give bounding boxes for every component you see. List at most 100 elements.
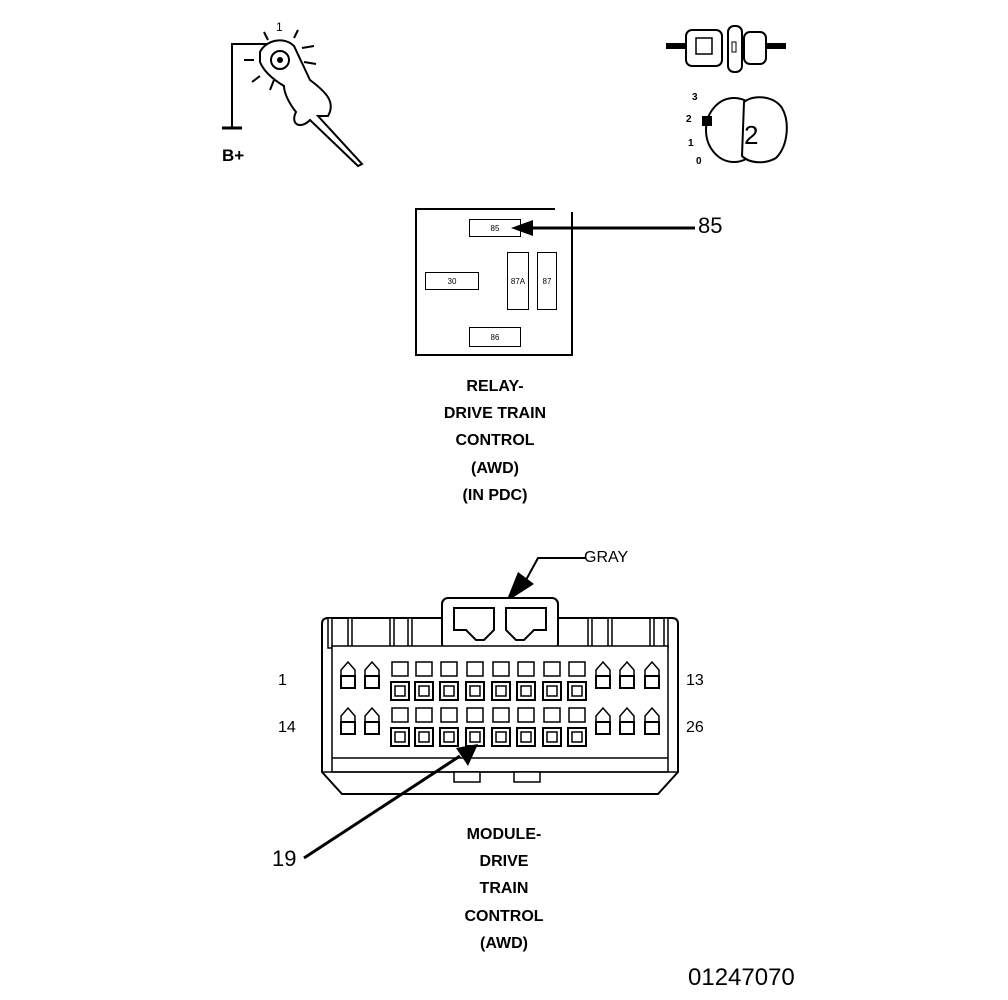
relay-cavity-87: 87 bbox=[537, 252, 557, 310]
pin-terminal bbox=[469, 685, 481, 697]
pin-cavity-small bbox=[364, 675, 380, 689]
pin-terminal bbox=[418, 685, 430, 697]
pin-cavity-top bbox=[568, 707, 586, 723]
pin-terminal bbox=[520, 731, 532, 743]
probe-pin-label: 1 bbox=[276, 20, 283, 34]
connector-ridge bbox=[587, 617, 593, 649]
pin-label-13: 13 bbox=[686, 672, 704, 689]
relay-cavity-30: 30 bbox=[425, 272, 479, 290]
ignition-position-1: 1 bbox=[688, 138, 694, 149]
relay-title-line-1: RELAY- bbox=[466, 378, 524, 395]
pin-cavity-top bbox=[415, 707, 433, 723]
ignition-switch-icon bbox=[702, 96, 788, 164]
module-title-line-3: TRAIN bbox=[479, 880, 529, 897]
pin-latch bbox=[644, 660, 660, 680]
pin-terminal bbox=[571, 731, 583, 743]
test-light-probe-icon bbox=[222, 29, 364, 168]
pin-cavity-top bbox=[391, 707, 409, 723]
relay-diagram: 85 30 87A 87 86 bbox=[415, 208, 573, 356]
pin-cavity-small bbox=[595, 721, 611, 735]
pin-label-14: 14 bbox=[278, 719, 296, 736]
module-title-line-4: CONTROL bbox=[464, 908, 544, 925]
relay-callout-arrow bbox=[511, 220, 695, 236]
pin-cavity-top bbox=[466, 707, 484, 723]
ignition-key-position-label: 2 bbox=[744, 120, 759, 150]
connector-ridge bbox=[649, 617, 655, 649]
connector-key bbox=[453, 771, 481, 783]
pin-cavity-top bbox=[492, 707, 510, 723]
pin-cavity-top bbox=[517, 661, 535, 677]
pin-cavity-top bbox=[568, 661, 586, 677]
ignition-position-0: 0 bbox=[696, 156, 702, 167]
pin-cavity-top bbox=[543, 661, 561, 677]
pin-terminal bbox=[495, 731, 507, 743]
relay-cavity-86: 86 bbox=[469, 327, 521, 347]
ground-label: B+ bbox=[222, 146, 245, 165]
pin-cavity-small bbox=[619, 721, 635, 735]
pin-label-26: 26 bbox=[686, 719, 704, 736]
connector-ridge bbox=[607, 617, 613, 649]
pin-cavity-top bbox=[440, 661, 458, 677]
pin-cavity-top bbox=[517, 707, 535, 723]
pin-terminal bbox=[443, 731, 455, 743]
pin-cavity-top bbox=[391, 661, 409, 677]
relay-callout-label: 85 bbox=[698, 213, 723, 238]
pin-19-callout-arrow bbox=[303, 744, 478, 860]
relay-cavity-87a: 87A bbox=[507, 252, 529, 310]
relay-title-line-2: DRIVE TRAIN bbox=[443, 405, 547, 422]
pin-terminal bbox=[394, 731, 406, 743]
connector-face-icon bbox=[321, 597, 679, 795]
connector-ridge bbox=[389, 617, 395, 649]
relay-title-line-4: (AWD) bbox=[471, 460, 519, 477]
pin-cavity-top bbox=[415, 661, 433, 677]
connector-ridge bbox=[347, 617, 353, 649]
connector-color-label: GRAY bbox=[584, 549, 629, 566]
ignition-position-2: 2 bbox=[686, 114, 692, 125]
pin-callout-label: 19 bbox=[272, 846, 297, 871]
pin-cavity-small bbox=[619, 675, 635, 689]
pin-latch bbox=[340, 660, 356, 680]
gray-callout-arrow bbox=[506, 557, 586, 602]
pin-cavity-small bbox=[644, 675, 660, 689]
pin-latch bbox=[619, 706, 635, 726]
connector-ridge bbox=[327, 617, 333, 649]
pin-latch bbox=[364, 660, 380, 680]
pin-terminal bbox=[495, 685, 507, 697]
pin-latch bbox=[644, 706, 660, 726]
pin-cavity-small bbox=[340, 721, 356, 735]
pin-latch bbox=[364, 706, 380, 726]
pin-terminal bbox=[469, 731, 481, 743]
connector-key bbox=[513, 771, 541, 783]
relay-title-line-3: CONTROL bbox=[455, 432, 535, 449]
relay-title-line-5: (IN PDC) bbox=[462, 487, 528, 504]
connector-latch-slot bbox=[505, 607, 547, 641]
pin-terminal bbox=[546, 731, 558, 743]
module-title-line-5: (AWD) bbox=[480, 935, 528, 952]
pin-cavity-small bbox=[644, 721, 660, 735]
pin-terminal bbox=[546, 685, 558, 697]
connector-latch-slot bbox=[453, 607, 495, 641]
pin-terminal bbox=[394, 685, 406, 697]
pin-latch bbox=[595, 706, 611, 726]
pin-cavity-top bbox=[440, 707, 458, 723]
pin-cavity-small bbox=[364, 721, 380, 735]
pin-terminal bbox=[418, 731, 430, 743]
pin-latch bbox=[595, 660, 611, 680]
pin-cavity-small bbox=[340, 675, 356, 689]
pin-latch bbox=[340, 706, 356, 726]
pin-cavity-top bbox=[543, 707, 561, 723]
connector-disconnect-icon bbox=[666, 25, 786, 73]
connector-ridge bbox=[407, 617, 413, 649]
pin-cavity-small bbox=[595, 675, 611, 689]
pin-terminal bbox=[443, 685, 455, 697]
pin-label-1: 1 bbox=[278, 672, 287, 689]
pin-cavity-top bbox=[466, 661, 484, 677]
figure-id: 01247070 bbox=[688, 964, 795, 991]
connector-ridge bbox=[663, 617, 669, 649]
module-title-line-1: MODULE- bbox=[466, 826, 542, 843]
ignition-position-3: 3 bbox=[692, 92, 698, 103]
pin-terminal bbox=[571, 685, 583, 697]
pin-terminal bbox=[520, 685, 532, 697]
module-title-line-2: DRIVE bbox=[479, 853, 529, 870]
